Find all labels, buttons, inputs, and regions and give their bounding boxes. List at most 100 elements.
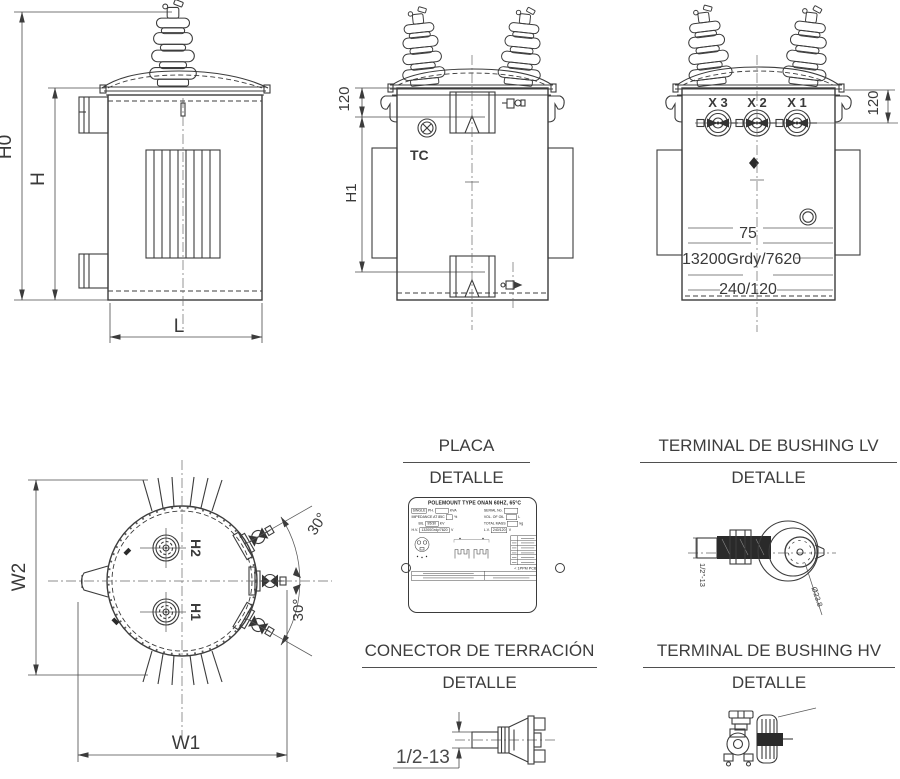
fins-bottom <box>142 650 223 686</box>
hv-bushing-left <box>680 2 734 89</box>
lv-label-x2: X 2 <box>747 95 767 110</box>
tank-lid-side <box>99 70 271 96</box>
drain-valve <box>500 262 523 310</box>
fin-box-right <box>547 147 574 259</box>
dim-120-lv: 120 <box>845 89 895 124</box>
nameplate-row: H.V. 13200Grdy/7620 V <box>411 527 454 533</box>
placa-subtitle: DETALLE <box>429 468 504 487</box>
ground-connector-header: CONECTOR DE TERRACIÓN DETALLE <box>362 641 597 692</box>
ground-stud <box>749 157 759 169</box>
lv-label-x1: X 1 <box>787 95 807 110</box>
side-view-drawing: H0 H L <box>0 0 271 343</box>
winding-schematic <box>453 537 490 559</box>
label-h1: H1 <box>188 603 204 621</box>
ground-connector-detail-drawing: 1/2-13 <box>393 712 555 769</box>
dim-w1: W1 <box>77 590 288 762</box>
plate-hole-left <box>401 563 411 573</box>
thread-dimension: 1/2-13 <box>393 712 474 769</box>
nameplate-row: BIL 95/30 KV <box>418 521 445 527</box>
nameplate-row: VOL. OF OIL L <box>483 514 521 520</box>
fins-top <box>142 476 223 512</box>
nameplate-title: POLEMOUNT TYPE ONAN 60HZ, 65°C <box>427 500 522 507</box>
bushing-lv-header: TERMINAL DE BUSHING LV DETALLE <box>640 436 897 487</box>
tank-side <box>107 94 263 301</box>
radiator-fins <box>145 149 221 259</box>
pole-support-lower <box>449 255 496 298</box>
nameplate-footer <box>411 570 536 581</box>
top-view-drawing: W2 W1 H2 H1 <box>9 460 332 762</box>
dim-w2: W2 <box>9 479 148 676</box>
dim-label-120-front: 120 <box>336 86 353 111</box>
ground-connector-body <box>471 715 546 765</box>
bushing-lv-title: TERMINAL DE BUSHING LV <box>640 436 897 463</box>
placa-header: PLACA DETALLE <box>403 436 530 487</box>
rim-fitting-lower <box>111 617 120 626</box>
tap-table <box>510 535 536 565</box>
hv-bushing-side <box>149 0 197 87</box>
bushing-lv-subtitle: DETALLE <box>731 468 806 487</box>
hv-conductor-upper <box>777 707 817 718</box>
pole-bracket-top-view <box>80 565 109 598</box>
bushing-hv-title: TERMINAL DE BUSHING HV <box>643 641 895 668</box>
rim-fitting-upper <box>123 547 132 556</box>
dim-h: H <box>28 87 106 301</box>
ground-connector-subtitle: DETALLE <box>442 673 517 692</box>
dim-label-l: L <box>174 316 185 337</box>
hv-clamp-body <box>723 728 754 767</box>
tank-lid-lv <box>672 66 845 96</box>
nameplate-row: IMPEDANCE AT 85C % <box>411 514 458 520</box>
dim-label-w1: W1 <box>172 733 201 754</box>
plug <box>799 208 817 226</box>
tank-front <box>396 87 549 301</box>
receptacle-diagram <box>414 537 430 559</box>
plate-hole-right <box>555 563 565 573</box>
thread-label-ground: 1/2-13 <box>396 747 450 768</box>
angle-label-upper: 30° <box>304 510 330 538</box>
dim-l: L <box>109 303 263 343</box>
bushing-hv-header: TERMINAL DE BUSHING HV DETALLE <box>643 641 895 692</box>
dim-label-h1-front: H1 <box>343 183 360 202</box>
pressure-valve <box>502 98 526 109</box>
bushing-lv-detail-drawing: 1/2"-13 Ø23.8 <box>688 520 836 616</box>
mounting-bracket-upper <box>78 96 109 134</box>
mounting-bracket-lower <box>78 253 109 289</box>
nameplate-row: TOTAL MASS kg <box>483 521 524 527</box>
terminal-stud <box>696 529 771 565</box>
marking-lv-voltage: 240/120 <box>719 281 777 298</box>
hanger-hook-left <box>665 95 683 123</box>
marking-hv-voltage: 13200Grdy/7620 <box>682 251 801 268</box>
tap-changer <box>417 118 437 138</box>
tank-lid-front <box>387 68 557 96</box>
diameter-label: Ø23.8 <box>810 586 825 608</box>
bushing-hv-detail-drawing <box>723 707 817 767</box>
nameplate-row: SINGLE PH. KVA <box>411 508 457 514</box>
placa-title: PLACA <box>403 436 530 463</box>
hanger-hook-left <box>380 95 398 123</box>
dim-120-front: 120 <box>336 86 485 273</box>
lv-face-view-drawing: X 3 X 2 X 1 120 75 13200Grdy/7620 240/12… <box>656 2 898 332</box>
hanger-hook-right <box>834 95 852 123</box>
diameter-callout: Ø23.8 <box>804 562 825 616</box>
hanger-hook-right <box>547 95 565 123</box>
angle-label-lower: 30° <box>290 599 307 622</box>
dim-h0: H0 <box>0 11 172 301</box>
pcb-note: < 1PPM PCB <box>514 565 537 571</box>
dim-h1-front: H1 <box>343 116 365 273</box>
nameplate-row: L.V. 240/120 V <box>483 527 512 533</box>
pole-support-upper <box>449 91 496 134</box>
label-h2: H2 <box>188 539 204 557</box>
lid-bolt <box>180 102 186 117</box>
dim-label-w2: W2 <box>9 563 30 592</box>
terminal-eye <box>757 520 825 582</box>
fin-box-left <box>656 149 683 256</box>
thread-dimension: 1/2"-13 <box>693 537 712 587</box>
bushing-hv-subtitle: DETALLE <box>731 673 807 692</box>
lv-label-x3: X 3 <box>708 95 728 110</box>
fin-box-left <box>371 147 398 259</box>
nameplate-row: SERIAL No. <box>484 508 536 514</box>
fin-box-right <box>834 149 861 256</box>
dim-label-h0: H0 <box>0 135 16 159</box>
nameplate: POLEMOUNT TYPE ONAN 60HZ, 65°C SINGLE PH… <box>408 497 537 613</box>
dim-label-h: H <box>28 172 49 186</box>
